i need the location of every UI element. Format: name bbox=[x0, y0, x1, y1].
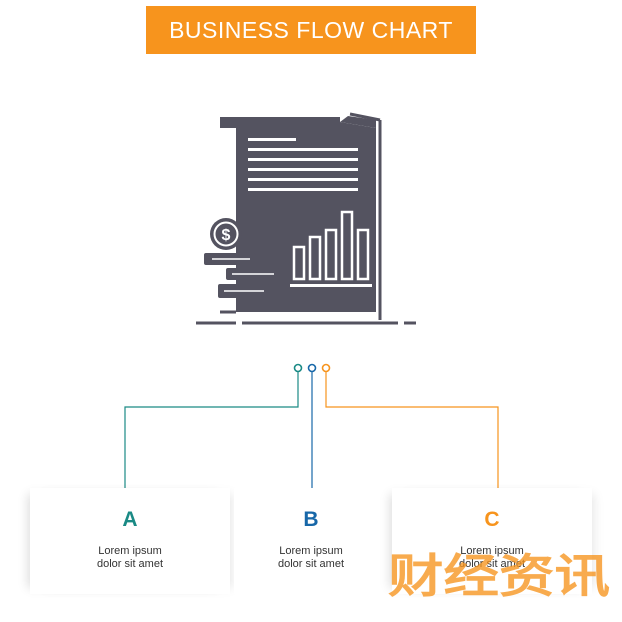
card-c-line2: dolor sit amet bbox=[458, 558, 526, 570]
node-b-dot bbox=[307, 363, 317, 373]
card-b: B Lorem ipsum dolor sit amet bbox=[234, 488, 388, 594]
card-b-letter: B bbox=[303, 508, 319, 531]
card-c-text: Lorem ipsum dolor sit amet bbox=[392, 545, 592, 571]
card-b-line2: dolor sit amet bbox=[277, 558, 345, 570]
connector-c bbox=[321, 363, 499, 492]
connector-b bbox=[307, 363, 317, 492]
connector-a bbox=[124, 363, 303, 492]
card-a-line1: Lorem ipsum bbox=[98, 545, 162, 557]
card-c: C Lorem ipsum dolor sit amet bbox=[392, 488, 592, 594]
card-c-line1: Lorem ipsum bbox=[460, 545, 524, 557]
watermark: 财经资讯 bbox=[388, 550, 610, 600]
line-c bbox=[325, 372, 499, 492]
card-b-line1: Lorem ipsum bbox=[279, 545, 343, 557]
watermark-text: 财经资讯 bbox=[388, 550, 610, 600]
card-a-text: Lorem ipsum dolor sit amet bbox=[30, 545, 230, 571]
title-banner: BUSINESS FLOW CHART bbox=[146, 6, 476, 54]
node-a-dot bbox=[293, 363, 303, 373]
card-a-line2: dolor sit amet bbox=[96, 558, 164, 570]
page-title: BUSINESS FLOW CHART bbox=[169, 16, 453, 43]
card-a-letter: A bbox=[122, 508, 138, 531]
line-a bbox=[124, 372, 299, 492]
card-c-letter: C bbox=[484, 508, 500, 531]
card-a: A Lorem ipsum dolor sit amet bbox=[30, 488, 230, 594]
node-c-dot bbox=[321, 363, 331, 373]
dollar-sign: $ bbox=[222, 227, 231, 244]
financial-report-icon: $ bbox=[196, 112, 416, 325]
card-b-text: Lorem ipsum dolor sit amet bbox=[234, 545, 388, 571]
